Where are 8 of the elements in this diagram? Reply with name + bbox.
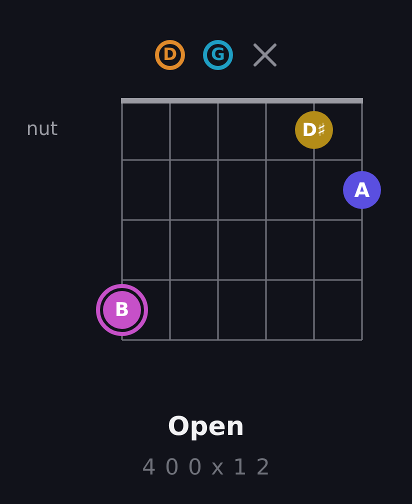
note-marker: A [343, 171, 381, 209]
open-string-marker: G [203, 40, 233, 70]
chord-title: Open [168, 413, 244, 443]
fret-numbers: 400x12 [141, 455, 279, 481]
nut-label: nut [26, 119, 58, 141]
open-string-marker: D [155, 40, 185, 70]
root-note-marker: B [96, 284, 148, 336]
note-marker: D♯ [295, 111, 333, 149]
